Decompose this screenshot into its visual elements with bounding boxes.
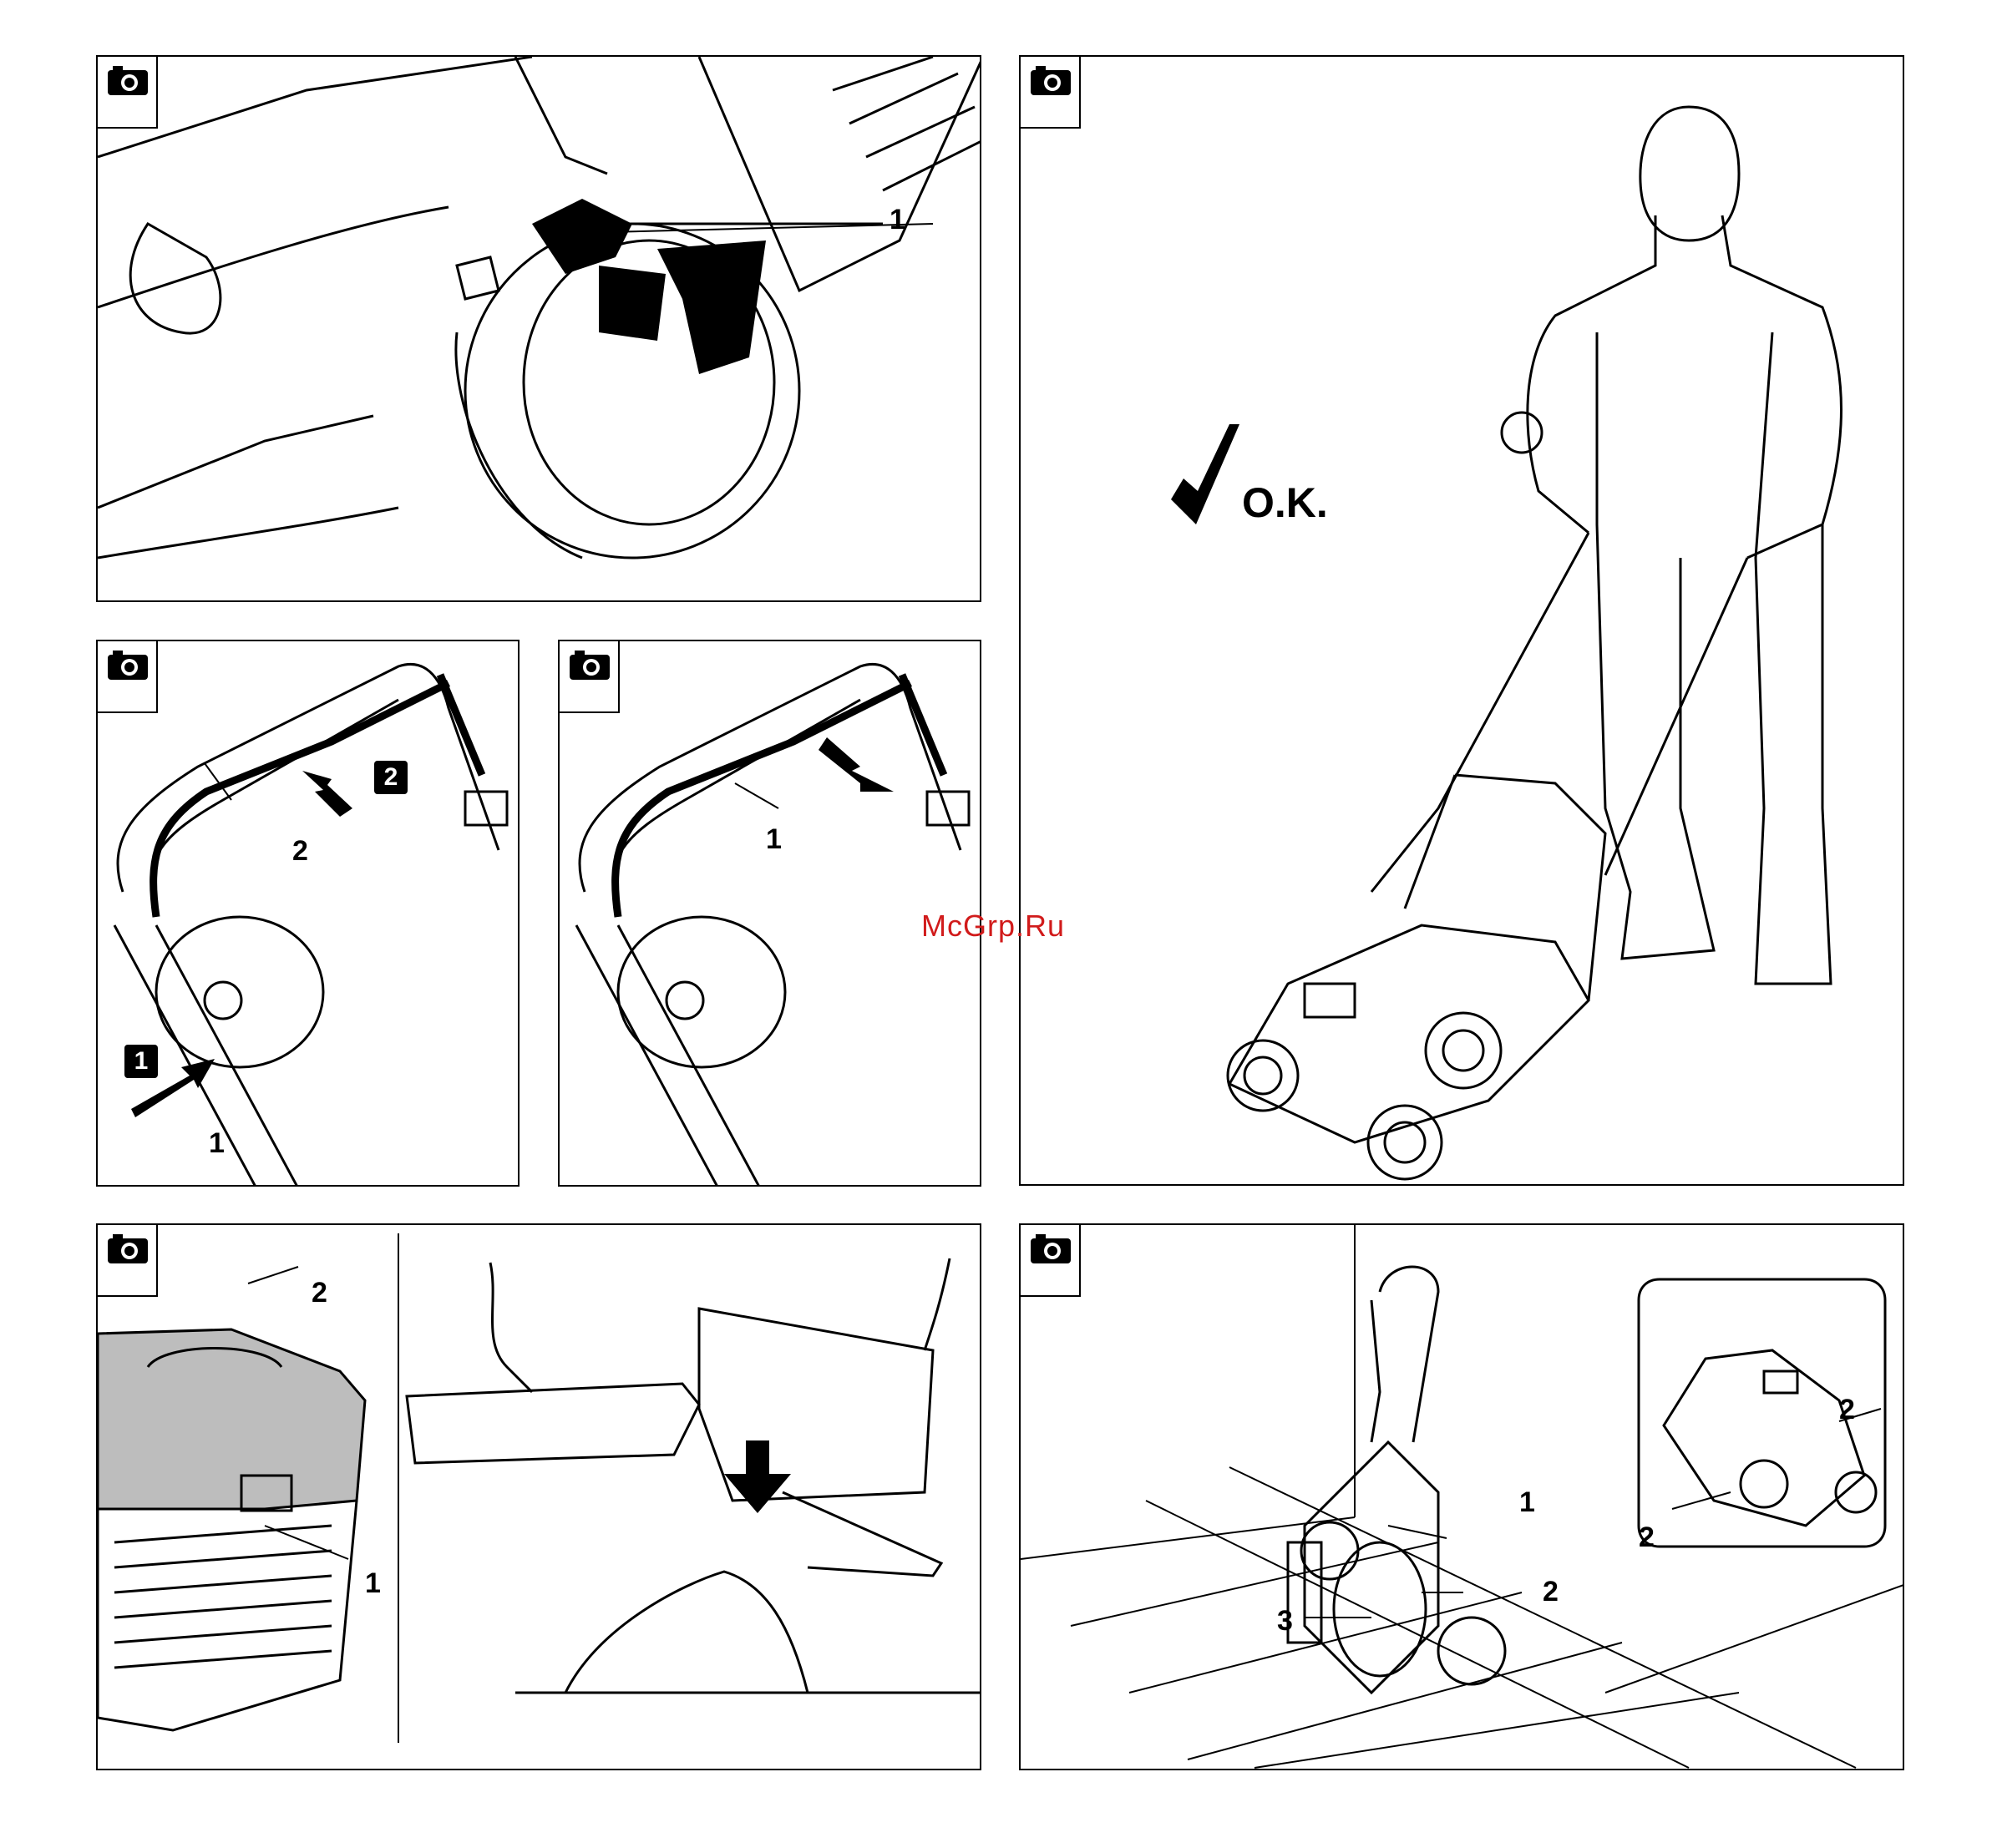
callout-number: 1 xyxy=(890,204,905,236)
callout-number: 2 xyxy=(1543,1576,1559,1608)
watermark: McGrp.Ru xyxy=(921,909,1065,944)
camera-icon-box xyxy=(98,641,158,713)
camera-icon-box xyxy=(98,1225,158,1297)
callout-number: 3 xyxy=(1277,1605,1293,1638)
callout-number: 1 xyxy=(209,1127,225,1160)
panel-grass-box: 2 1 xyxy=(96,1223,981,1770)
callout-number: 1 xyxy=(766,823,782,856)
handle-cable-illustration xyxy=(560,641,981,1187)
step-marker: 1 xyxy=(124,1045,158,1078)
camera-icon xyxy=(106,1232,150,1265)
mower-wheel-illustration xyxy=(98,57,981,602)
ok-label: O.K. xyxy=(1242,478,1328,527)
camera-icon-box xyxy=(1021,57,1081,129)
callout-number: 2 xyxy=(292,835,308,868)
callout-number: 2 xyxy=(1839,1394,1855,1426)
callout-number: 1 xyxy=(365,1567,381,1600)
camera-icon xyxy=(1029,1232,1072,1265)
operator-illustration xyxy=(1021,57,1904,1186)
step-marker: 2 xyxy=(374,761,408,794)
grass-box-illustration xyxy=(98,1225,981,1770)
camera-icon-box xyxy=(560,641,620,713)
panel-storage: 1 2 3 2 2 xyxy=(1019,1223,1904,1770)
handle-switch-illustration xyxy=(98,641,520,1187)
camera-icon-box xyxy=(1021,1225,1081,1297)
panel-cable-relief-step2: 1 xyxy=(558,640,981,1187)
panel-operating-posture: O.K. xyxy=(1019,55,1904,1186)
panel-cable-relief-step1: 2 1 2 1 xyxy=(96,640,520,1187)
callout-number: 2 xyxy=(1639,1521,1655,1554)
panel-wheel-height: 1 xyxy=(96,55,981,602)
camera-icon xyxy=(568,648,611,681)
callout-number: 1 xyxy=(1519,1486,1535,1519)
camera-icon-box xyxy=(98,57,158,129)
callout-number: 2 xyxy=(312,1277,327,1309)
storage-illustration xyxy=(1021,1225,1904,1770)
camera-icon xyxy=(1029,63,1072,97)
camera-icon xyxy=(106,63,150,97)
camera-icon xyxy=(106,648,150,681)
